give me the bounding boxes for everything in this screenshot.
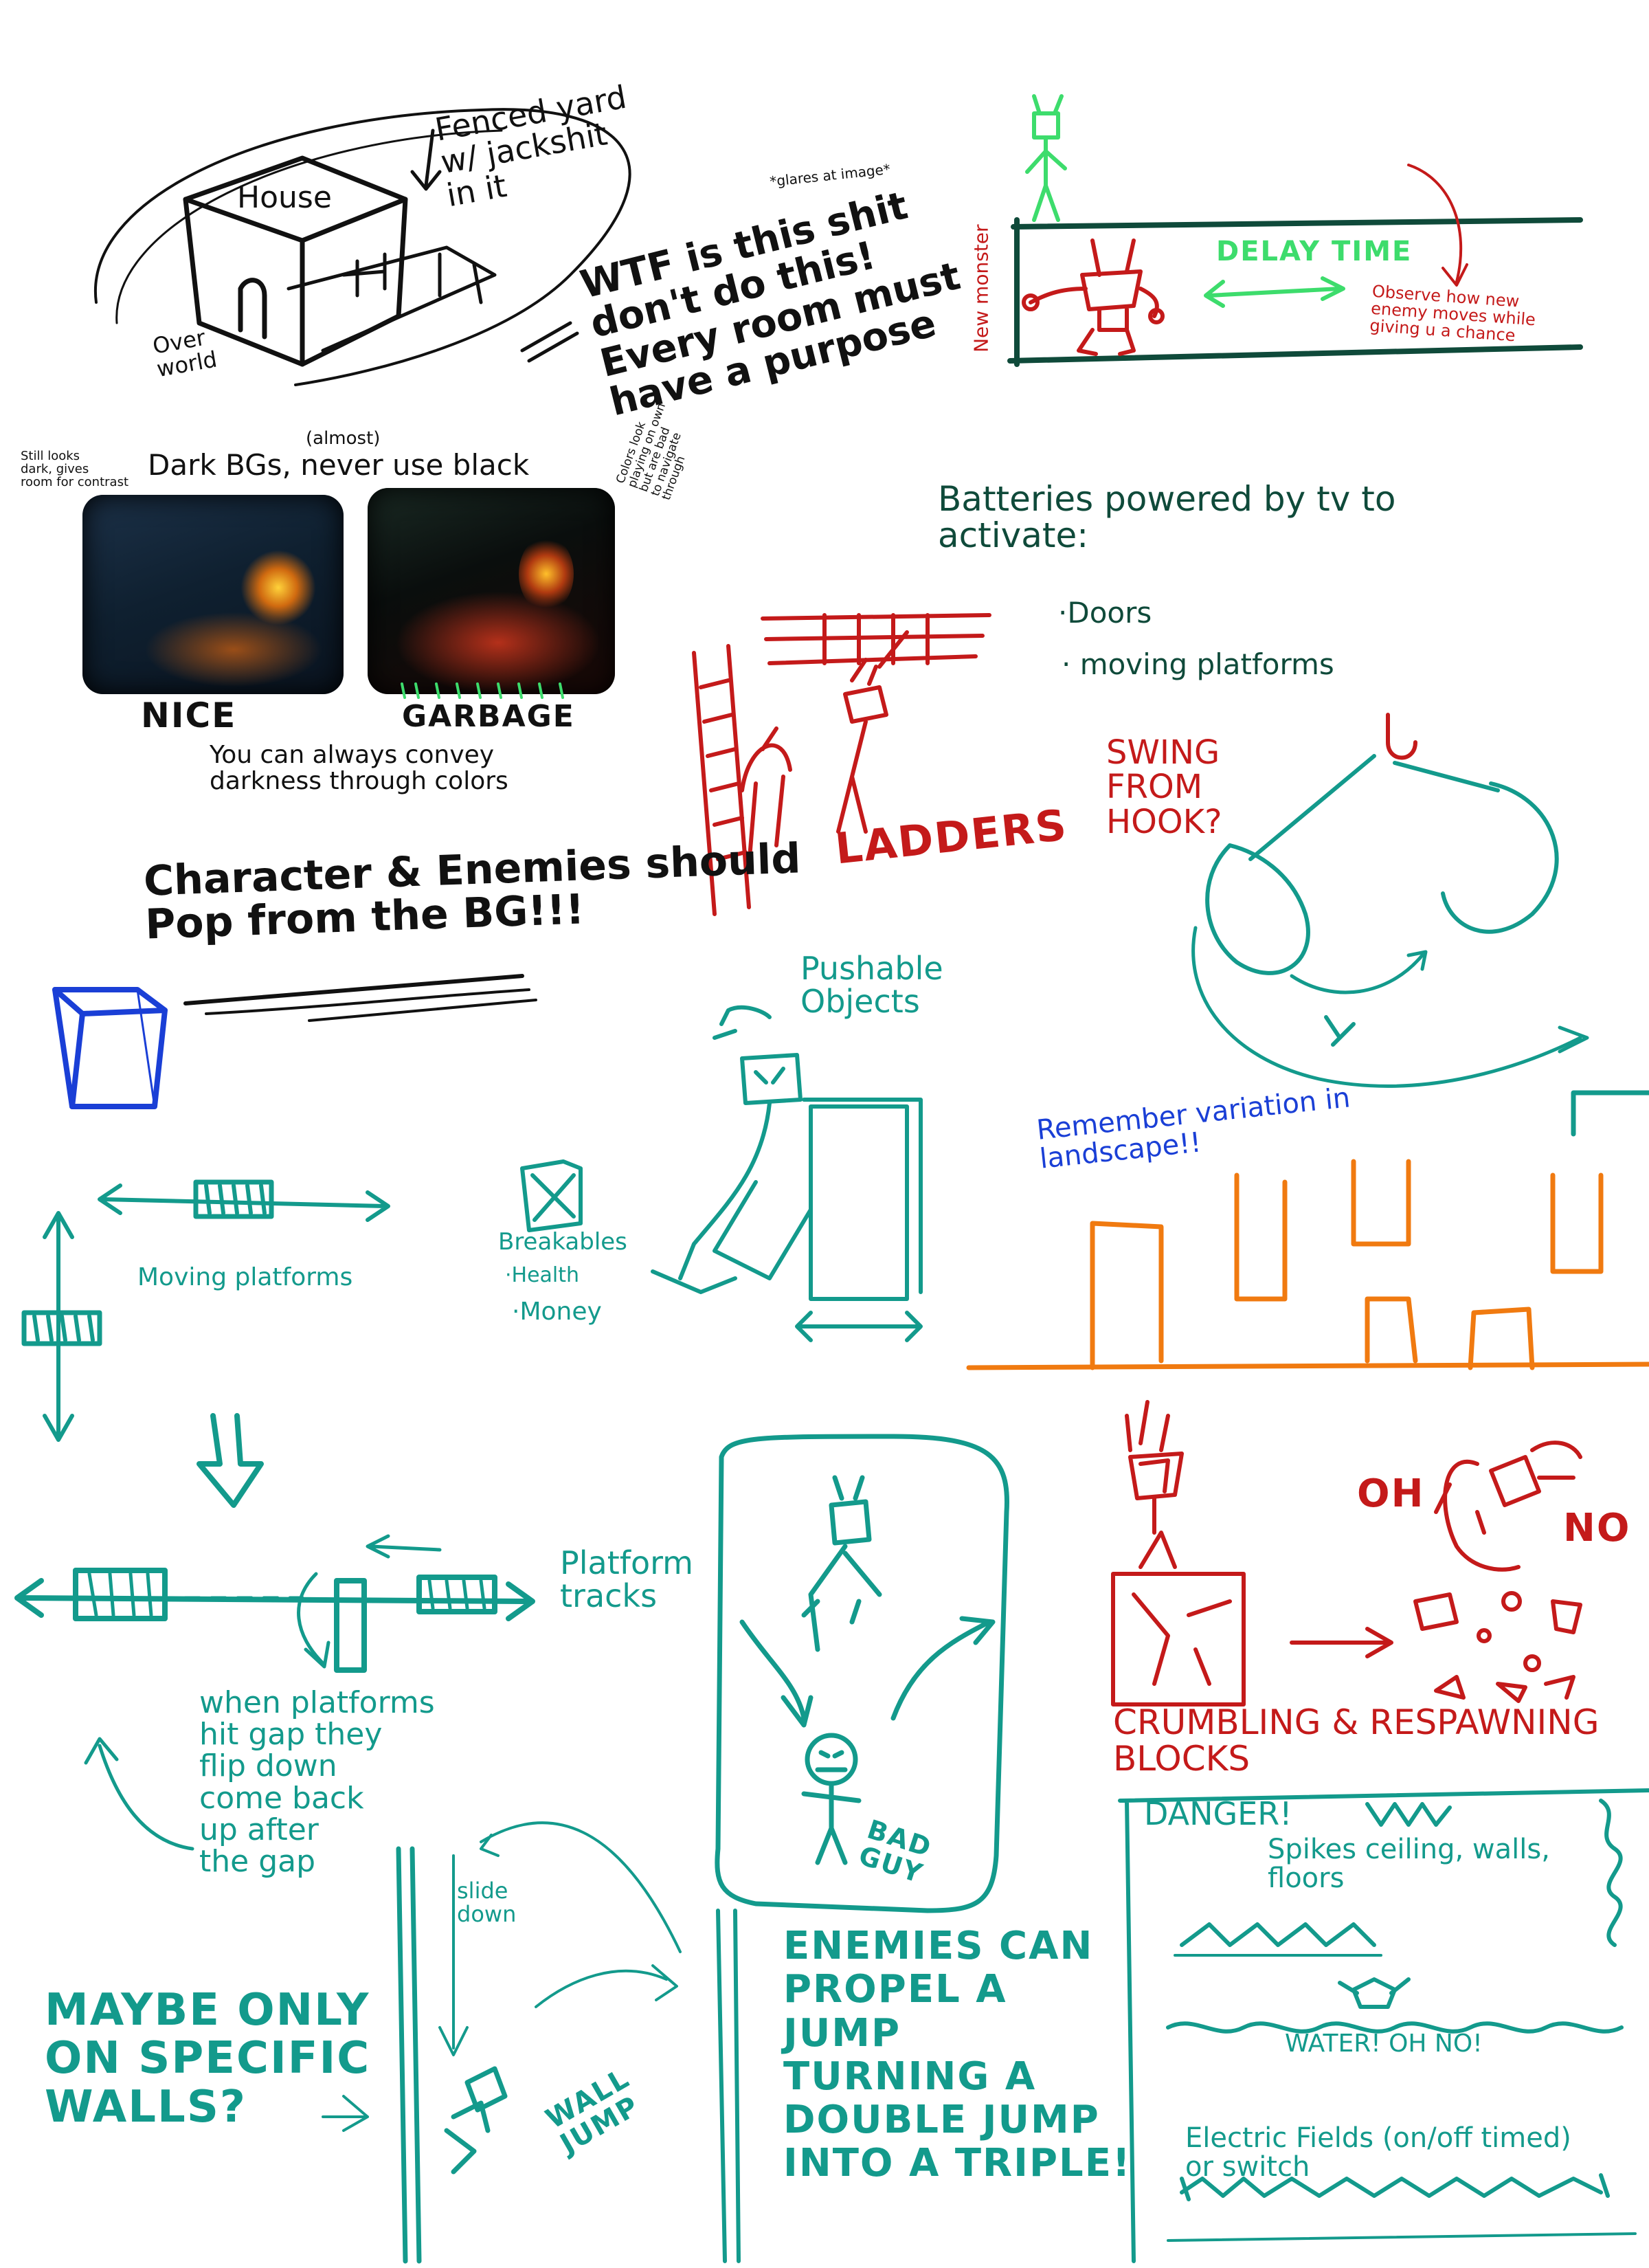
crumbling-label: CRUMBLING & RESPAWNING BLOCKS (1113, 1702, 1600, 1779)
delay-time-label: DELAY TIME (1216, 236, 1413, 267)
water-note: WATER! OH NO! (1285, 2030, 1483, 2058)
garbage-bg-floor-glow (395, 591, 601, 694)
delay-time-sketch (1007, 94, 1583, 367)
wall-jump-sketch (322, 1821, 682, 2264)
spikes-note: Spikes ceiling, walls, floors (1268, 1834, 1550, 1894)
oh-label: OH (1357, 1471, 1425, 1516)
blue-cube (52, 987, 168, 1109)
pop-underlines (183, 974, 537, 1022)
breakables-item-money: ·Money (512, 1298, 602, 1326)
overworld-label: Over world (150, 324, 219, 382)
almost-label: (almost) (306, 428, 381, 449)
moving-platforms-sketch (21, 1179, 390, 1508)
flip-down-note: when platforms hit gap they flip down co… (199, 1685, 435, 1879)
slide-down-label: slide down (457, 1878, 517, 1927)
electric-fields-note: Electric Fields (on/off timed) or switch (1185, 2122, 1571, 2183)
ladders-sketch (692, 613, 991, 916)
batteries-item-moving-platforms: · moving platforms (1062, 647, 1334, 681)
dark-bg-heading: Dark BGs, never use black (148, 448, 530, 482)
enemies-propel-note: ENEMIES CAN PROPEL A JUMP TURNING A DOUB… (783, 1924, 1132, 2186)
pushable-sketch (651, 1005, 923, 1342)
house-label: House (237, 180, 332, 215)
convey-note: You can always convey darkness through c… (210, 741, 508, 795)
swing-label: SWING FROM HOOK? (1106, 733, 1222, 841)
platform-tracks-sketch (14, 1534, 535, 1851)
batteries-item-doors: ·Doors (1058, 596, 1152, 630)
garbage-label: GARBAGE (402, 699, 575, 734)
overworld-sketch (93, 108, 631, 386)
breakables-label: Breakables (498, 1228, 627, 1256)
crumbling-sketch (1111, 1400, 1582, 1706)
platform-tracks-label: Platform tracks (560, 1544, 693, 1615)
pushable-label: Pushable Objects (800, 950, 943, 1021)
still-looks-note: Still looks dark, gives room for contras… (21, 449, 128, 489)
new-monster-label: New monster (969, 224, 993, 353)
landscape-sketch (966, 1090, 1649, 1370)
nice-bg-floor-glow (144, 612, 323, 687)
danger-box-sketch (1118, 1788, 1649, 2263)
breakables-item-health: ·Health (505, 1263, 580, 1287)
garbage-green-marks (401, 682, 564, 699)
batteries-heading: Batteries powered by tv to activate: (938, 479, 1396, 555)
maybe-specific-walls-note: MAYBE ONLY ON SPECIFIC WALLS? (45, 1985, 371, 2133)
danger-heading: DANGER! (1144, 1795, 1292, 1832)
swing-sketch (1191, 713, 1589, 1088)
moving-platforms-label: Moving platforms (137, 1263, 353, 1291)
nice-bg-thumbnail (82, 495, 344, 694)
garbage-bg-thumbnail (368, 488, 615, 694)
nice-label: NICE (141, 696, 237, 735)
bad-guy-sketch (715, 1434, 1010, 2263)
observe-note: Observe how new enemy moves while giving… (1369, 281, 1536, 346)
breakable-crate (520, 1159, 583, 1232)
no-label: NO (1563, 1506, 1631, 1550)
